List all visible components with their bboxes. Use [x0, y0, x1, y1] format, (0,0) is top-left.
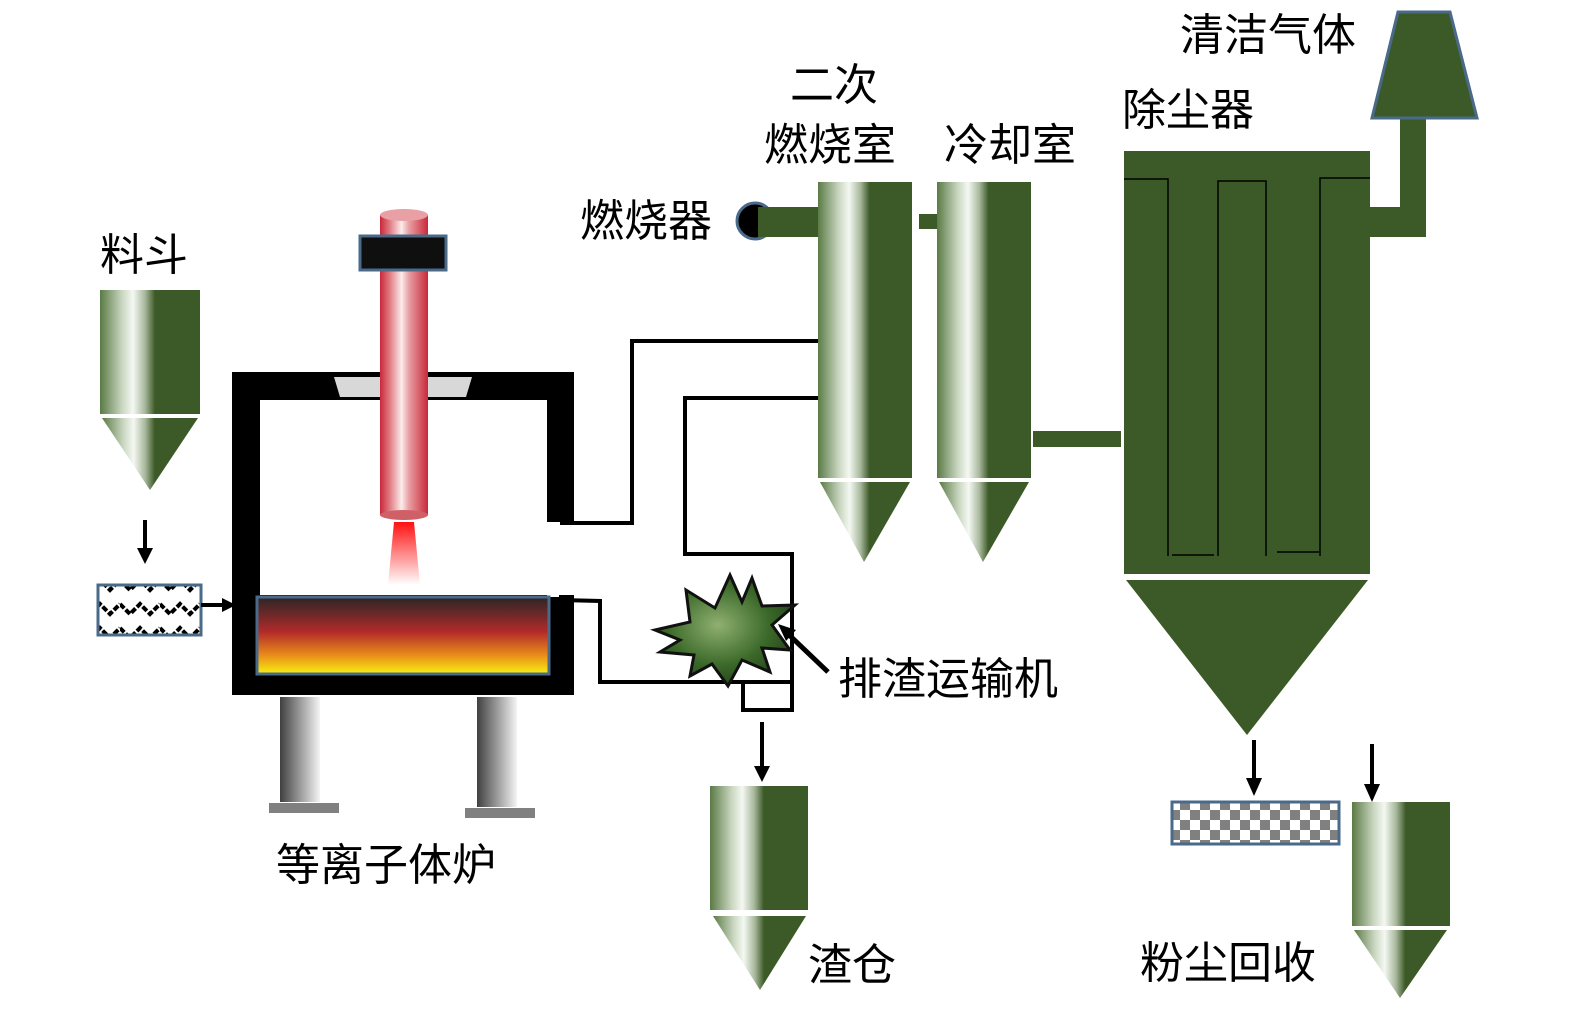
arrow-to-dust-conveyor	[1246, 740, 1262, 796]
slag-conveyor-label: 排渣运输机	[838, 654, 1058, 705]
burner-duct	[758, 207, 819, 237]
clean-gas-label: 清洁气体	[1180, 10, 1356, 61]
arrow-to-slag-silo	[754, 722, 770, 782]
slag-silo-cone	[713, 916, 806, 990]
dust-silo-cone	[1354, 930, 1447, 998]
furnace-leg-left	[280, 697, 320, 802]
secondary-combustion-chamber	[818, 182, 912, 562]
dust-silo-body	[1352, 802, 1450, 926]
plasma-furnace-label: 等离子体炉	[276, 840, 496, 891]
slag-discharge-box	[741, 680, 794, 712]
secondary-combustion-label-line2: 燃烧室	[764, 120, 896, 171]
filter-bags	[1124, 177, 1370, 556]
torch-clamp	[358, 234, 448, 272]
furnace-wall-upper	[232, 372, 574, 595]
pipe-furnace-to-combustion	[560, 339, 818, 525]
arrow-hopper-to-feeder	[137, 520, 153, 564]
cooling-chamber	[937, 182, 1031, 562]
cooling-body	[937, 182, 1031, 478]
star-burst-icon	[649, 571, 800, 689]
torch-icon	[358, 209, 448, 585]
furnace-leg-right	[477, 697, 517, 807]
zigzag-feeder-icon	[96, 583, 203, 637]
dust-collector-label: 除尘器	[1122, 85, 1254, 136]
dust-recovery-silo	[1352, 802, 1450, 998]
plasma-furnace	[232, 372, 574, 818]
plasma-flame	[388, 522, 420, 585]
duct-cooling-to-collector	[1033, 431, 1121, 447]
slag-silo	[710, 786, 808, 990]
cooling-chamber-label: 冷却室	[944, 120, 1076, 171]
arrow-feeder-to-furnace	[201, 598, 236, 612]
pipe-slag-loop	[559, 396, 818, 712]
furnace-foot-right	[465, 808, 535, 818]
connector-combustion-cooling	[919, 214, 937, 229]
arrow-to-dust-silo	[1364, 744, 1380, 802]
hopper-cone	[102, 418, 198, 490]
cooling-cone	[939, 482, 1029, 562]
arrow-to-slag-conveyor	[778, 624, 830, 674]
burner-label: 燃烧器	[580, 196, 712, 247]
secondary-combustion-label-line1: 二次	[790, 60, 878, 111]
hopper	[100, 290, 200, 490]
slag-silo-body	[710, 786, 808, 910]
furnace-outlet-gap	[547, 522, 559, 597]
collector-body	[1124, 151, 1370, 574]
hopper-label: 料斗	[100, 230, 188, 281]
collector-outlet-duct	[1370, 118, 1426, 237]
collector-cone	[1126, 580, 1368, 735]
slag-silo-label: 渣仓	[808, 940, 896, 991]
dust-collector	[1124, 118, 1426, 735]
dust-recovery-label: 粉尘回收	[1140, 938, 1316, 989]
furnace-foot-left	[269, 803, 339, 813]
stack-icon	[1370, 10, 1479, 120]
hopper-body	[100, 290, 200, 414]
molten-bath	[255, 595, 551, 676]
checker-conveyor-icon	[1170, 800, 1341, 846]
combustion-cone	[820, 482, 910, 562]
combustion-body	[818, 182, 912, 478]
